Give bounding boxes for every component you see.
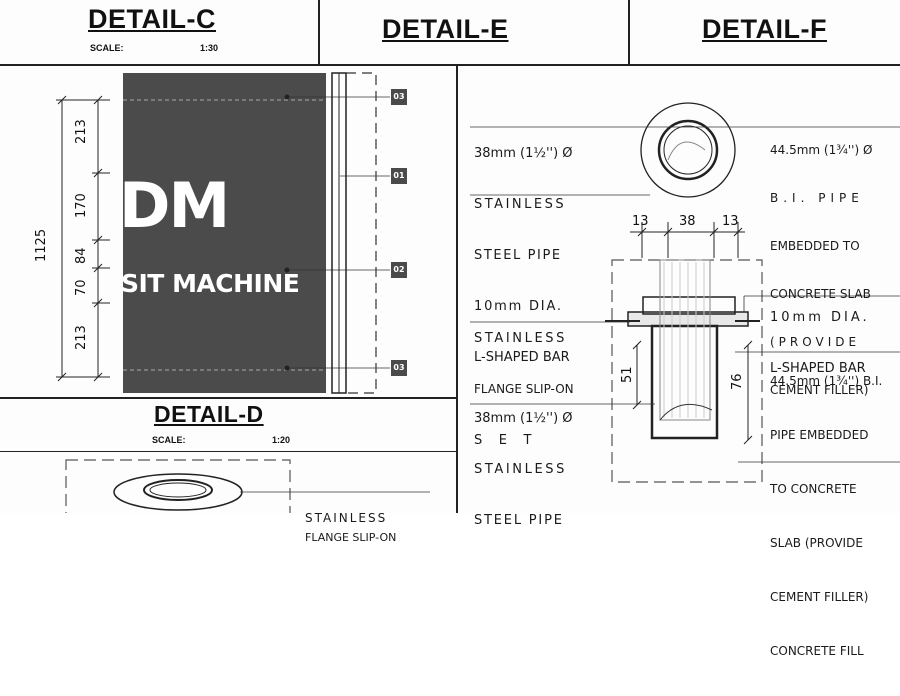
- dim-13-left: 13: [632, 214, 649, 229]
- section-right-labels-pipe: 44.5mm (1¾'') B.I. PIPE EMBEDDED TO CONC…: [770, 374, 883, 658]
- section-left-labels-pipe: 38mm (1½'') Ø STAINLESS STEEL PIPE: [474, 411, 573, 528]
- dim-38: 38: [679, 214, 696, 229]
- section-left-labels-flange: STAINLESS FLANGE SLIP-ON S E T: [474, 331, 574, 448]
- callout-badge-03-top: 03: [391, 89, 407, 105]
- callout-badge-03-bottom: 03: [391, 360, 407, 376]
- detail-d-header-border: [0, 451, 457, 452]
- dim-76: 76: [730, 373, 745, 390]
- drawing-linework: [56, 72, 900, 513]
- deposit-machine-panel: DM SIT MACHINE: [123, 73, 326, 393]
- plan-right-labels: 44.5mm (1¾'') Ø B.I. PIPE EMBEDDED TO CO…: [770, 143, 873, 397]
- detail-c-scale-label: SCALE:: [90, 43, 124, 53]
- callout-badge-02: 02: [391, 262, 407, 278]
- detail-d-label-flange: FLANGE SLIP-ON: [305, 531, 397, 544]
- dim-170: 170: [74, 193, 89, 218]
- header-divider-2: [628, 0, 630, 66]
- dim-213-bottom: 213: [74, 325, 89, 350]
- detail-d-title: DETAIL-D: [154, 401, 264, 427]
- detail-e-title: DETAIL-E: [382, 14, 509, 44]
- screen-text-small: SIT MACHINE: [123, 269, 300, 298]
- detail-f-title: DETAIL-F: [702, 14, 827, 44]
- dim-70: 70: [74, 279, 89, 296]
- detail-c-scale-value: 1:30: [200, 43, 219, 53]
- header-divider-1: [318, 0, 320, 66]
- detail-d-scale-label: SCALE:: [152, 435, 186, 445]
- dim-84: 84: [74, 247, 89, 264]
- detail-c-title: DETAIL-C: [88, 4, 216, 34]
- callout-badge-01: 01: [391, 168, 407, 184]
- dim-13-right: 13: [722, 214, 739, 229]
- section-right-labels-bar: 10mm DIA. L-SHAPED BAR: [770, 310, 870, 376]
- dim-213-top: 213: [74, 119, 89, 144]
- dim-51: 51: [620, 366, 635, 383]
- detail-c-right-border: [456, 64, 458, 513]
- detail-d-scale-value: 1:20: [272, 435, 291, 445]
- detail-c-bottom-border: [0, 397, 457, 399]
- dim-total-1125: 1125: [34, 228, 49, 262]
- screen-text-large: DM: [123, 169, 230, 242]
- header-bottom-border: [0, 64, 900, 66]
- drawing-sheet: DETAIL-C SCALE: 1:30 DETAIL-E DETAIL-F D…: [0, 0, 900, 658]
- plan-left-labels: 38mm (1½'') Ø STAINLESS STEEL PIPE 10mm …: [474, 146, 573, 365]
